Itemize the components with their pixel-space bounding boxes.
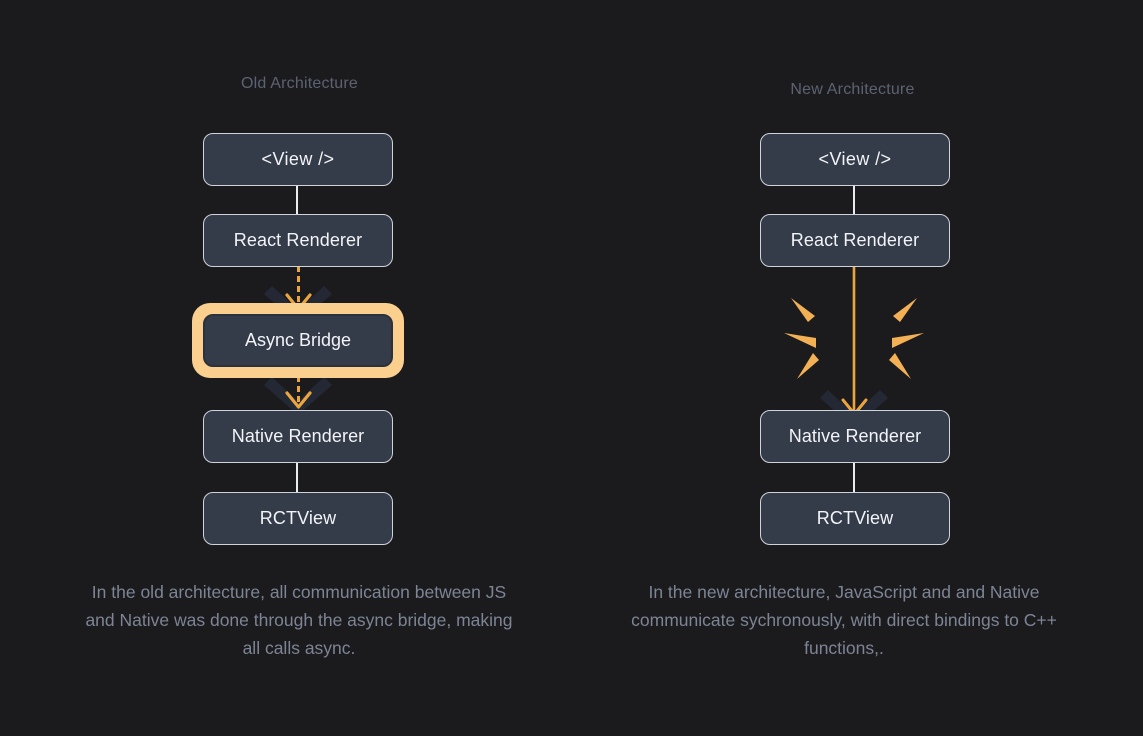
node-inner: Async Bridge <box>203 314 393 367</box>
spark-ray-middle-right <box>892 333 924 348</box>
dashed-connector-react-renderer-to-async-bridge <box>297 266 300 302</box>
node-label: React Renderer <box>233 230 363 250</box>
connector-native-renderer-to-rctview-old <box>296 462 298 492</box>
caption-old-architecture: In the old architecture, all communicati… <box>85 582 513 658</box>
spark-ray-upper-right <box>893 298 917 322</box>
node-rctview-new[interactable]: RCTView <box>760 492 950 545</box>
connector-view-to-react-renderer-old <box>296 185 298 215</box>
node-label: Native Renderer <box>231 426 365 446</box>
node-label: Async Bridge <box>244 330 352 350</box>
connector-view-to-react-renderer-new <box>853 185 855 215</box>
node-view-new[interactable]: <View /> <box>760 133 950 186</box>
spark-ray-upper-left <box>791 298 815 322</box>
spark-ray-middle-left <box>784 333 816 348</box>
node-async-bridge-old[interactable]: Async Bridge <box>192 303 404 378</box>
node-label: RCTView <box>816 508 894 528</box>
node-rctview-old[interactable]: RCTView <box>203 492 393 545</box>
node-view-old[interactable]: <View /> <box>203 133 393 186</box>
node-label: React Renderer <box>790 230 920 250</box>
caption-new-architecture: In the new architecture, JavaScript and … <box>631 582 1057 658</box>
spark-ray-lower-right <box>889 353 911 379</box>
spark-ray-lower-left <box>797 353 819 379</box>
node-label: Native Renderer <box>788 426 922 446</box>
column-heading-new-architecture: New Architecture <box>790 81 915 98</box>
connector-native-renderer-to-rctview-new <box>853 462 855 492</box>
node-native-renderer-new[interactable]: Native Renderer <box>760 410 950 463</box>
node-react-renderer-old[interactable]: React Renderer <box>203 214 393 267</box>
column-heading-old-architecture: Old Architecture <box>240 75 359 92</box>
node-label: <View /> <box>818 149 892 169</box>
node-label: RCTView <box>259 508 337 528</box>
node-react-renderer-new[interactable]: React Renderer <box>760 214 950 267</box>
node-label: <View /> <box>261 149 335 169</box>
node-native-renderer-old[interactable]: Native Renderer <box>203 410 393 463</box>
